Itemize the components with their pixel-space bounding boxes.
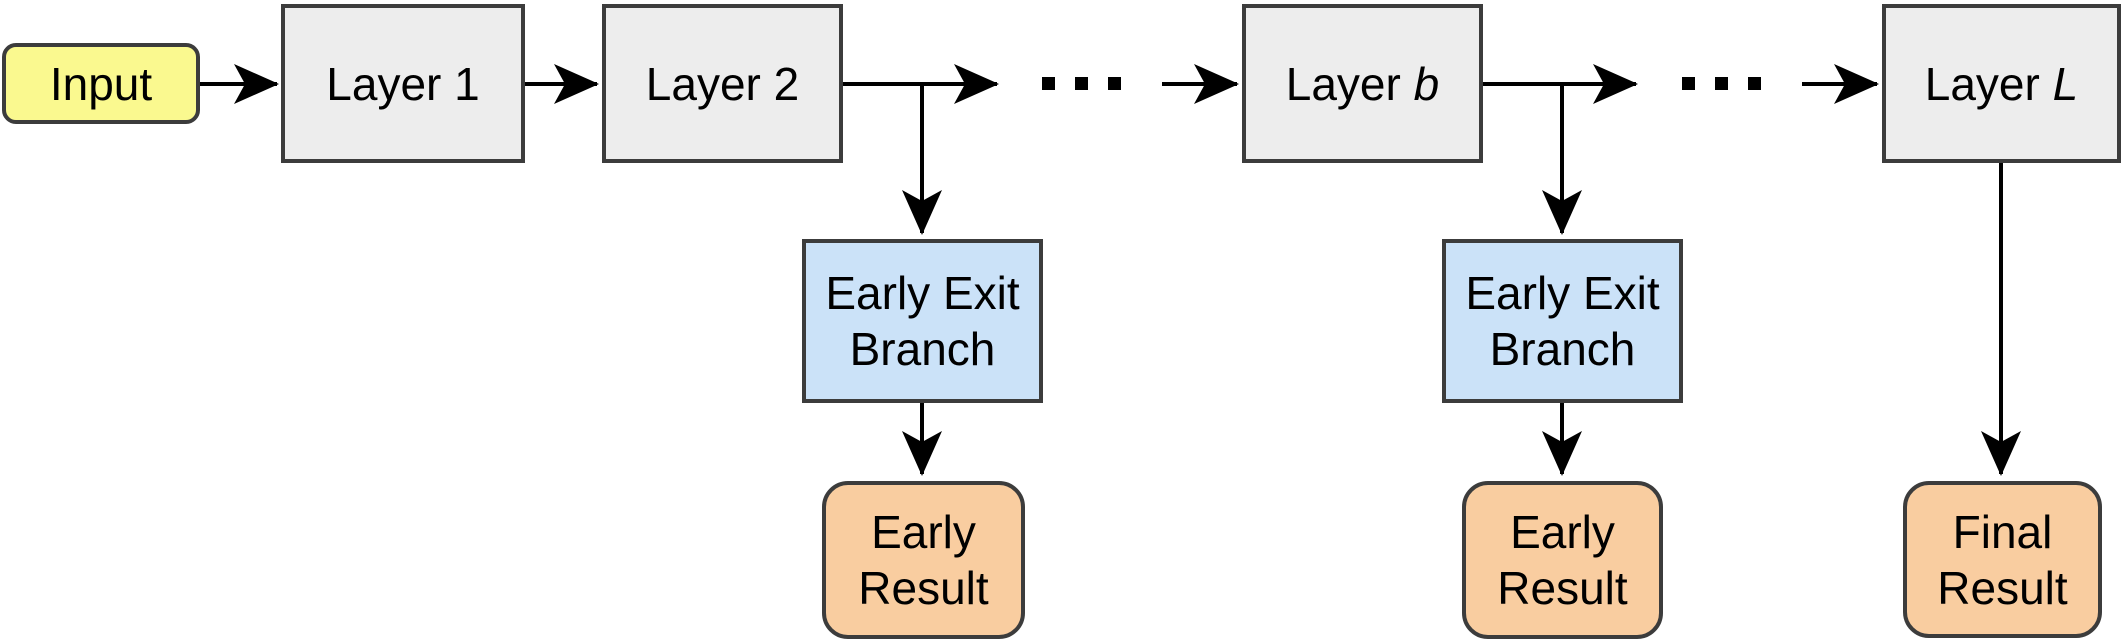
layer-1-node: Layer 1 xyxy=(281,4,525,163)
final-result-node: Final Result xyxy=(1903,481,2102,638)
input-label: Input xyxy=(49,57,153,110)
layer-1-label: Layer 1 xyxy=(326,57,480,110)
early-exit-branch-1-node: Early Exit Branch xyxy=(802,239,1043,403)
layer-2-label: Layer 2 xyxy=(645,57,800,110)
early-result-2-label-line1: Early xyxy=(1510,506,1615,558)
layer-b-label: Layer b xyxy=(1285,57,1440,110)
early-exit-branch-1-label-line2: Branch xyxy=(849,323,996,375)
early-exit-branch-2-label-line2: Branch xyxy=(1489,323,1636,375)
early-exit-branch-1-label-line1: Early Exit xyxy=(825,267,1020,319)
ellipsis-icon xyxy=(1042,77,1121,90)
layer-l-node: Layer L xyxy=(1882,4,2121,163)
early-result-2-node: Early Result xyxy=(1462,481,1663,639)
input-node: Input xyxy=(2,43,200,124)
layer-b-node: Layer b xyxy=(1242,4,1483,163)
early-result-1-node: Early Result xyxy=(822,481,1025,639)
layer-l-label: Layer L xyxy=(1924,57,2079,110)
layer-l-variable: L xyxy=(2052,57,2079,110)
final-result-label-line2: Result xyxy=(1937,561,2068,614)
early-exit-branch-2-label-line1: Early Exit xyxy=(1465,267,1660,319)
layer-2-node: Layer 2 xyxy=(602,4,843,163)
layer-b-variable: b xyxy=(1413,57,1440,110)
early-result-2-label-line2: Result xyxy=(1497,562,1628,614)
early-result-1-label-line1: Early xyxy=(871,506,976,558)
early-result-1-label-line2: Result xyxy=(858,562,989,614)
ellipsis-icon xyxy=(1682,77,1761,90)
early-exit-branch-2-node: Early Exit Branch xyxy=(1442,239,1683,403)
final-result-label-line1: Final xyxy=(1952,505,2053,558)
